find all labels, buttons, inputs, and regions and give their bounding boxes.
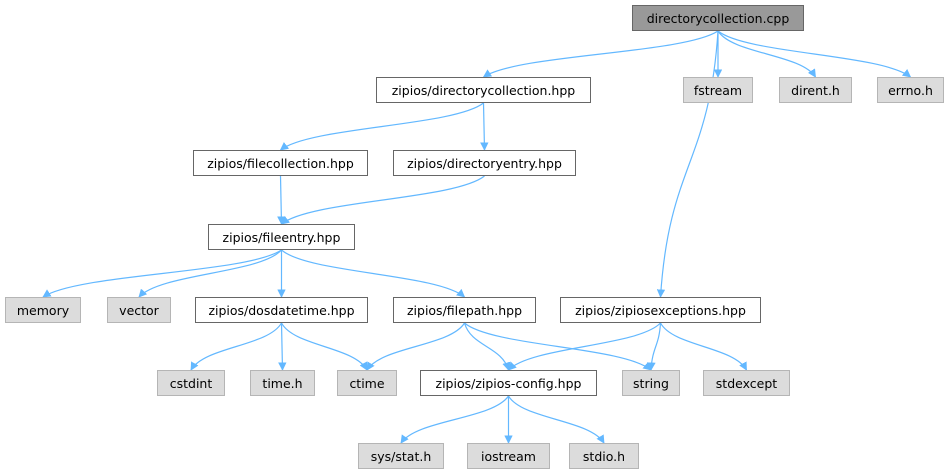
edge-fileentry-hpp-to-filepath-hpp: [281, 249, 466, 298]
edge-dircoll-cpp-to-zipiosexc-hpp: [656, 30, 719, 298]
edge-dircoll-hpp-to-filecoll-hpp: [279, 102, 484, 151]
edge-dircoll-cpp-to-dircoll-hpp: [482, 30, 719, 78]
edge-filepath-hpp-to-ctime: [366, 322, 466, 371]
edge-dosdatetime-hpp-to-cstdint: [190, 322, 283, 371]
node-string[interactable]: string: [622, 370, 680, 396]
edge-filecoll-hpp-to-fileentry-hpp: [277, 175, 286, 225]
edge-fileentry-hpp-to-memory: [42, 249, 282, 298]
node-fileentry-hpp[interactable]: zipios/fileentry.hpp: [208, 224, 355, 250]
edge-dircoll-hpp-to-direntry-hpp: [480, 102, 489, 151]
edge-filepath-hpp-to-string: [464, 322, 652, 371]
node-filecoll-hpp[interactable]: zipios/filecollection.hpp: [193, 150, 368, 176]
node-vector[interactable]: vector: [107, 297, 171, 323]
edge-config-hpp-to-stdio: [507, 395, 605, 444]
node-dircoll-cpp[interactable]: directorycollection.cpp: [632, 5, 804, 31]
node-fstream[interactable]: fstream: [683, 77, 753, 103]
node-stdexcept[interactable]: stdexcept: [703, 370, 790, 396]
node-errno[interactable]: errno.h: [877, 77, 944, 103]
node-dirent[interactable]: dirent.h: [779, 77, 852, 103]
edge-layer: [42, 30, 912, 444]
node-sysstat[interactable]: sys/stat.h: [358, 443, 444, 469]
edge-fileentry-hpp-to-vector: [138, 249, 282, 298]
node-stdio[interactable]: stdio.h: [569, 443, 639, 469]
edge-dircoll-cpp-to-dirent: [717, 30, 817, 78]
edge-dosdatetime-hpp-to-ctime: [280, 322, 368, 371]
node-ctime[interactable]: ctime: [337, 370, 397, 396]
edge-zipiosexc-hpp-to-stdexcept: [659, 322, 748, 371]
edge-zipiosexc-hpp-to-config-hpp: [507, 322, 661, 371]
node-zipiosexc-hpp[interactable]: zipios/zipiosexceptions.hpp: [560, 297, 761, 323]
node-filepath-hpp[interactable]: zipios/filepath.hpp: [393, 297, 536, 323]
node-cstdint[interactable]: cstdint: [157, 370, 225, 396]
node-dosdatetime-hpp[interactable]: zipios/dosdatetime.hpp: [195, 297, 368, 323]
node-direntry-hpp[interactable]: zipios/directoryentry.hpp: [393, 150, 576, 176]
node-config-hpp[interactable]: zipios/zipios-config.hpp: [420, 370, 597, 396]
node-time-h[interactable]: time.h: [250, 370, 315, 396]
edge-config-hpp-to-sysstat: [400, 395, 509, 444]
edge-dircoll-cpp-to-errno: [717, 30, 912, 78]
edge-direntry-hpp-to-fileentry-hpp: [280, 175, 485, 225]
node-memory[interactable]: memory: [5, 297, 81, 323]
node-iostream[interactable]: iostream: [467, 443, 550, 469]
node-dircoll-hpp[interactable]: zipios/directorycollection.hpp: [376, 77, 591, 103]
edge-dosdatetime-hpp-to-time-h: [278, 322, 287, 371]
edge-filepath-hpp-to-config-hpp: [463, 322, 511, 371]
edge-zipiosexc-hpp-to-string: [647, 322, 662, 371]
